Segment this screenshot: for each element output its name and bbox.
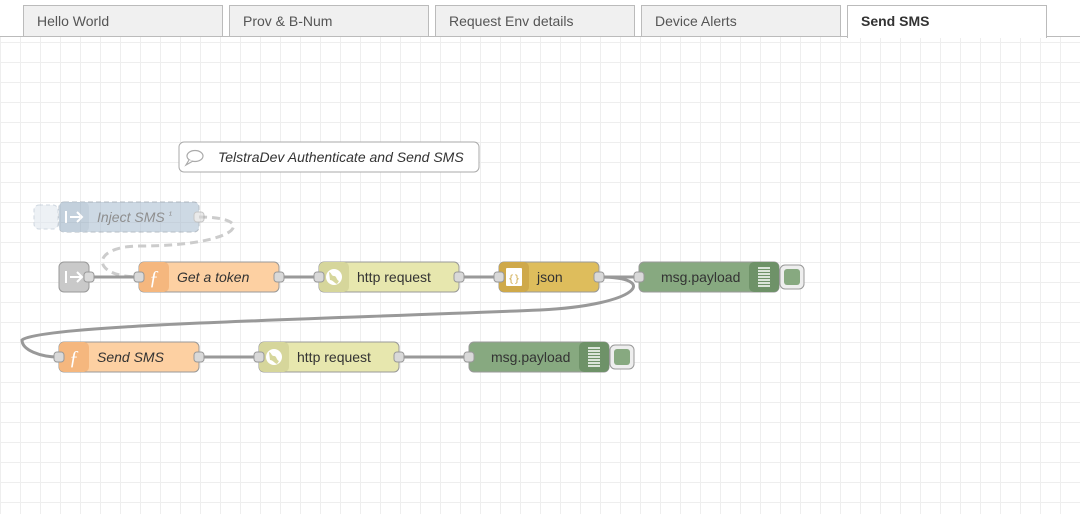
send-sms-label: Send SMS (97, 349, 165, 365)
flow-canvas: TelstraDev Authenticate and Send SMS Inj… (20, 141, 805, 373)
tab-hello-world[interactable]: Hello World (23, 5, 223, 36)
debug-list-icon (588, 347, 600, 367)
inject-sms-node-disabled[interactable]: Inject SMS ¹ (33, 201, 205, 233)
function-icon: ƒ (69, 347, 79, 369)
debug-node-2[interactable]: msg.payload (463, 341, 635, 373)
workspace-tabs: Hello World Prov & B-Num Request Env det… (0, 0, 1080, 38)
json-node[interactable]: {} json (493, 261, 605, 293)
arrow-in-icon (65, 271, 84, 283)
debug-node-1[interactable]: msg.payload (633, 261, 805, 293)
inject-trigger-button[interactable] (33, 204, 59, 230)
json-icon: {} (506, 268, 522, 286)
wire-inject-disabled-to-get-token[interactable] (100, 215, 235, 279)
wires (20, 215, 639, 359)
debug-list-icon (758, 267, 770, 287)
get-token-output-port[interactable] (273, 271, 285, 283)
debug-2-label: msg.payload (491, 349, 570, 365)
function-icon: ƒ (149, 267, 159, 289)
tab-request-env-details[interactable]: Request Env details (435, 5, 635, 36)
inject-sms-output-port[interactable] (193, 211, 205, 223)
send-sms-input-port[interactable] (53, 351, 65, 363)
debug-1-input-port[interactable] (633, 271, 645, 283)
get-token-input-port[interactable] (133, 271, 145, 283)
debug-2-input-port[interactable] (463, 351, 475, 363)
inject-node[interactable] (58, 261, 95, 293)
http-request-node-1[interactable]: http request (313, 261, 465, 293)
comment-icon (184, 149, 204, 167)
debug-1-label: msg.payload (661, 269, 740, 285)
json-label: json (536, 269, 563, 285)
send-sms-output-port[interactable] (193, 351, 205, 363)
get-token-label: Get a token (177, 269, 250, 285)
inject-sms-label: Inject SMS ¹ (97, 209, 173, 225)
arrow-in-icon (65, 211, 84, 223)
http-request-2-label: http request (297, 349, 371, 365)
json-output-port[interactable] (593, 271, 605, 283)
globe-icon (326, 269, 342, 285)
wire-json-to-send-sms[interactable] (20, 275, 635, 359)
http-request-2-output-port[interactable] (393, 351, 405, 363)
json-input-port[interactable] (493, 271, 505, 283)
send-sms-function-node[interactable]: ƒ Send SMS (53, 341, 205, 373)
svg-text:{}: {} (508, 274, 520, 285)
comment-label: TelstraDev Authenticate and Send SMS (218, 149, 464, 165)
http-request-1-label: http request (357, 269, 431, 285)
comment-node[interactable]: TelstraDev Authenticate and Send SMS (178, 141, 480, 173)
http-request-1-output-port[interactable] (453, 271, 465, 283)
tab-device-alerts[interactable]: Device Alerts (641, 5, 841, 36)
globe-icon (266, 349, 282, 365)
http-request-2-input-port[interactable] (253, 351, 265, 363)
tab-prov-b-num[interactable]: Prov & B-Num (229, 5, 429, 36)
flow-workspace[interactable]: TelstraDev Authenticate and Send SMS Inj… (0, 37, 1080, 514)
http-request-node-2[interactable]: http request (253, 341, 405, 373)
http-request-1-input-port[interactable] (313, 271, 325, 283)
get-token-function-node[interactable]: ƒ Get a token (133, 261, 285, 293)
tab-send-sms[interactable]: Send SMS (847, 5, 1047, 38)
inject-output-port[interactable] (83, 271, 95, 283)
